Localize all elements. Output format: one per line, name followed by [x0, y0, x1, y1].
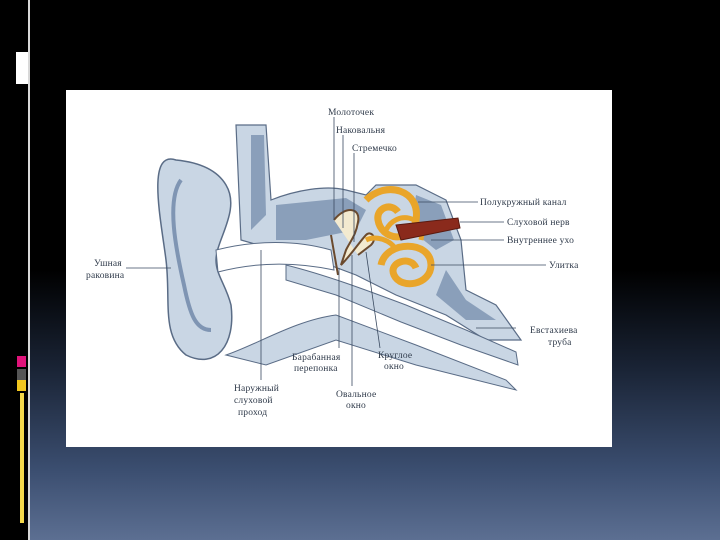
ear-diagram-figure: Молоточек Наковальня Стремечко Полукружн…	[66, 90, 612, 447]
label-oval-window-1: Овальное	[336, 390, 376, 400]
ossicles	[333, 209, 375, 266]
accent-bar-yellow	[20, 393, 24, 523]
accent-square-magenta	[17, 356, 26, 367]
lead-round-window	[365, 251, 381, 349]
label-incus: Наковальня	[336, 126, 386, 136]
label-auditory-nerve: Слуховой нерв	[507, 217, 570, 228]
auricle	[157, 158, 233, 361]
label-eustachian-2: труба	[548, 337, 572, 348]
label-eardrum-2: перепонка	[294, 364, 338, 374]
auditory-nerve	[395, 217, 461, 241]
eardrum	[330, 234, 339, 276]
accent-square-gray	[17, 369, 26, 380]
ear-canal	[215, 242, 335, 273]
label-ear-canal-1: Наружный	[234, 383, 279, 394]
label-stapes: Стремечко	[352, 144, 397, 154]
label-ear-canal-2: слуховой	[234, 395, 273, 406]
label-inner-ear: Внутреннее ухо	[507, 236, 574, 246]
label-eustachian-1: Евстахиева	[530, 326, 578, 336]
label-eardrum-1: Барабанная	[292, 352, 341, 363]
eustachian-tube	[285, 264, 519, 366]
label-auricle-2: раковина	[86, 271, 125, 281]
left-accent-strip	[0, 0, 30, 540]
label-round-window-1: Круглое	[378, 351, 412, 361]
label-cochlea: Улитка	[549, 261, 579, 271]
label-round-window-2: окно	[384, 362, 404, 372]
label-oval-window-2: окно	[346, 401, 366, 411]
label-semicircular-canal: Полукружный канал	[480, 197, 567, 208]
label-auricle-1: Ушная	[94, 259, 122, 269]
inner-ear-structure	[363, 186, 435, 288]
label-malleus: Молоточек	[328, 108, 374, 118]
auricle-inner-fold	[171, 178, 212, 332]
title-marker	[16, 52, 28, 84]
label-ear-canal-3: проход	[238, 408, 267, 418]
lower-tissue	[224, 314, 518, 391]
ear-diagram: Молоточек Наковальня Стремечко Полукружн…	[86, 108, 579, 418]
accent-line	[28, 0, 30, 540]
accent-square-yellow	[17, 380, 26, 391]
